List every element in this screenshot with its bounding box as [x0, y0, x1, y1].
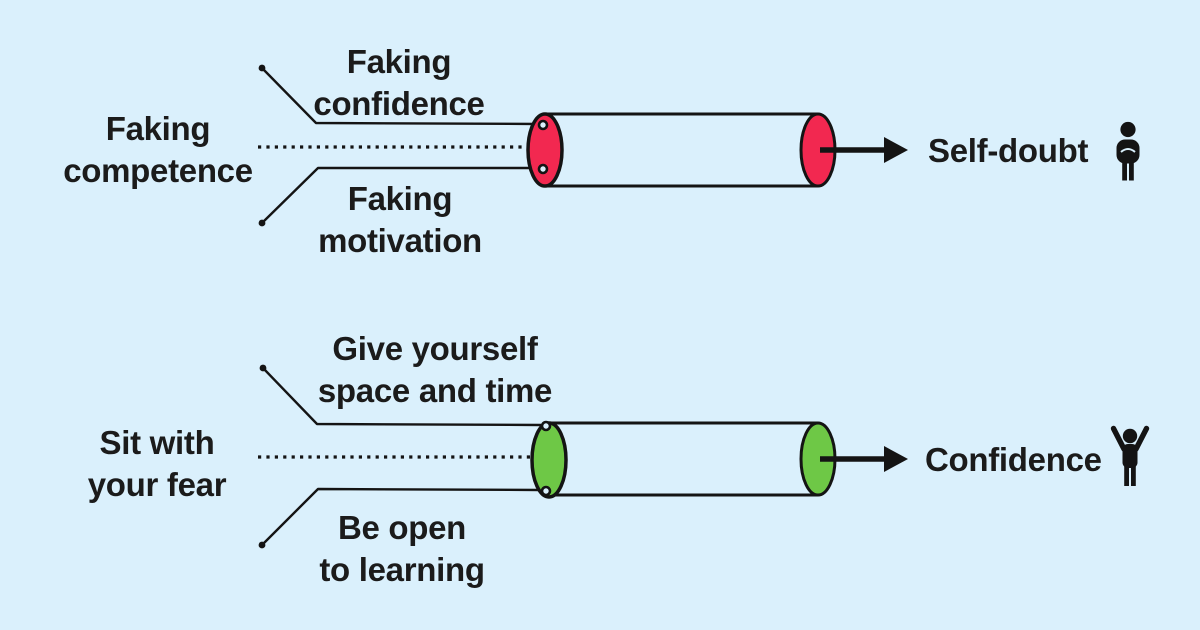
top-pipe-lower-port	[537, 163, 549, 175]
top-input-label-competence: Faking competence	[63, 110, 253, 189]
top-flow-lower-leader-line	[261, 166, 540, 224]
top-flow-lower-leader-dot	[258, 219, 266, 227]
bottom-flow-upper-leader-dot	[259, 364, 267, 372]
bottom-flow-lower-leader-dot	[258, 541, 266, 549]
bottom-flow-lower-leader-line	[261, 487, 542, 546]
top-pipe-upper-port	[537, 119, 549, 131]
top-flow-group	[258, 64, 1140, 227]
top-input-label-confidence: Faking confidence	[313, 43, 485, 122]
bottom-output-label: Confidence	[925, 441, 1102, 478]
bottom-output-arrowhead-icon	[884, 446, 908, 472]
celebrating-person-icon	[1110, 425, 1150, 486]
bottom-flow-upper-leader-line	[262, 367, 542, 427]
sad-person-icon	[1116, 121, 1140, 181]
bottom-flow-group	[258, 364, 1150, 549]
bottom-input-label-sit-with-fear: Sit with your fear	[87, 424, 227, 503]
bottom-pipe-lower-port	[540, 485, 552, 497]
top-output-arrowhead-icon	[884, 137, 908, 163]
top-input-label-motivation: Faking motivation	[318, 180, 482, 259]
bottom-pipe-inlet-ellipse	[530, 421, 568, 499]
top-flow-upper-leader-line	[261, 67, 541, 126]
bottom-pipe-upper-port	[540, 420, 552, 432]
bottom-input-label-open-to-learning: Be open to learning	[319, 509, 485, 588]
top-flow-upper-leader-dot	[258, 64, 266, 72]
top-pipe-inlet-ellipse	[526, 112, 564, 188]
top-output-label: Self-doubt	[928, 132, 1089, 169]
bottom-input-label-space-and-time: Give yourself space and time	[317, 330, 553, 409]
